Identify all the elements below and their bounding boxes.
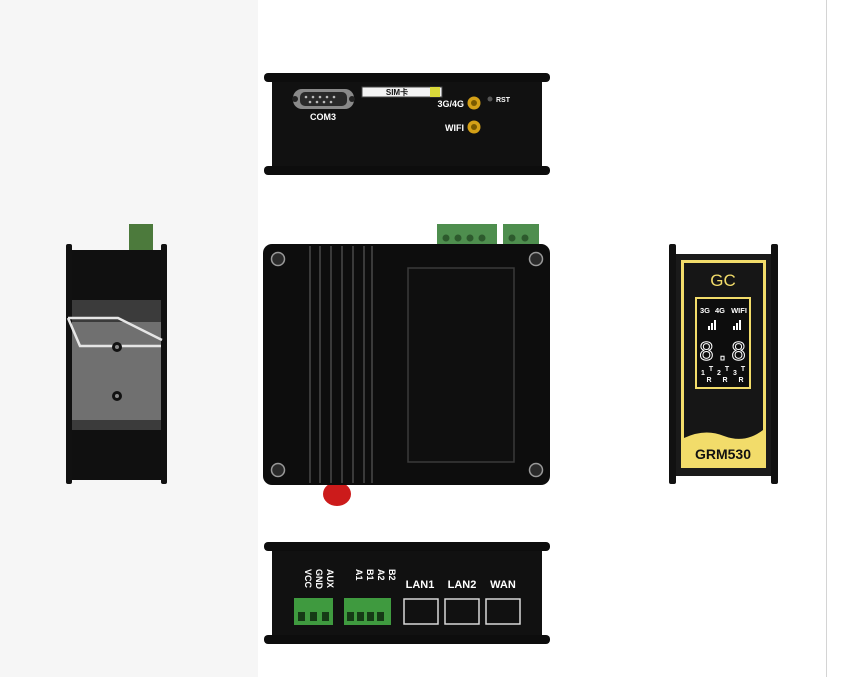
front-panel-wave: [684, 430, 763, 465]
led-label: R: [738, 377, 743, 384]
top-terminal-block-1: [437, 224, 497, 244]
wan-label: WAN: [490, 579, 516, 591]
din-clip-lower: [72, 420, 161, 430]
power-terminal-block[interactable]: [294, 598, 333, 625]
corner-screw-top-right: [528, 251, 544, 267]
reset-label: RST: [496, 97, 511, 104]
led-label: R: [706, 377, 711, 384]
terminal-label-a2: A2: [376, 569, 386, 581]
side-rail-right: [161, 244, 167, 484]
terminal-label-vcc: VCC: [303, 569, 313, 589]
reset-button[interactable]: [487, 96, 493, 102]
network-label-4g: 4G: [715, 306, 725, 315]
led-label: T: [725, 366, 730, 373]
corner-screw-bottom-right: [528, 462, 544, 478]
model-label: GRM530: [695, 446, 751, 462]
lan2-label: LAN2: [448, 579, 477, 591]
signal-bars-left-icon: [708, 320, 716, 330]
corner-screw-top-left: [270, 251, 286, 267]
led-label: T: [741, 366, 746, 373]
mount-screw-lower: [112, 391, 122, 401]
front-rail-right: [771, 244, 778, 484]
terminal-label-gnd: GND: [314, 569, 324, 590]
bottom-view: AUX GND VCC B2 A2 B1 A1 LAN1 LAN2 WAN: [264, 542, 550, 644]
label-window: [407, 267, 515, 463]
top-view-rail-upper: [264, 73, 550, 82]
brand-logo: GC: [710, 271, 736, 290]
left-side-view: [66, 224, 167, 484]
led-label: 3: [733, 370, 737, 377]
sim-label: SIM卡: [386, 87, 408, 97]
lan2-port[interactable]: [444, 598, 480, 625]
network-label-wifi: WIFI: [731, 306, 747, 315]
status-display: [695, 297, 751, 389]
din-spring-clip: [66, 316, 163, 348]
led-label: 2: [717, 370, 721, 377]
terminal-label-b1: B1: [365, 569, 375, 581]
top-view: COM3 SIM卡 3G/4G RST WIFI: [264, 73, 550, 175]
top-terminal-block-2: [503, 224, 539, 244]
antenna-4g-connector[interactable]: [467, 96, 481, 110]
side-terminal-block: [129, 224, 153, 250]
terminal-label-b2: B2: [387, 569, 397, 581]
front-rail-left: [669, 244, 676, 484]
seven-segment-display: 8.8: [699, 337, 747, 366]
wan-port[interactable]: [485, 598, 521, 625]
mount-screw-upper: [112, 342, 122, 352]
din-rail-mount: [72, 322, 161, 420]
page-divider: [826, 0, 827, 677]
bottom-view-rail-lower: [264, 635, 550, 644]
top-view-rail-lower: [264, 166, 550, 175]
antenna-wifi-label: WIFI: [445, 123, 464, 133]
din-clip-upper: [72, 300, 161, 322]
corner-screw-bottom-left: [270, 462, 286, 478]
antenna-4g-label: 3G/4G: [437, 99, 464, 109]
bottom-view-rail-upper: [264, 542, 550, 551]
led-indicator-labels: 1 T R 2 T R 3 T R: [701, 366, 746, 384]
lan1-port[interactable]: [403, 598, 439, 625]
lan1-label: LAN1: [406, 579, 435, 591]
front-panel-view: GC 3G 4G WIFI 8.8 1 T R 2 T R 3 T R GRM5…: [669, 244, 778, 484]
main-body-view: [263, 224, 550, 506]
led-label: 1: [701, 370, 705, 377]
sim-slot[interactable]: [361, 86, 443, 98]
signal-bars-right-icon: [733, 320, 741, 330]
com-port-label: COM3: [310, 112, 336, 122]
heat-sink-fins: [309, 246, 373, 483]
side-rail-left: [66, 244, 72, 484]
com-port-connector[interactable]: [292, 89, 355, 109]
antenna-wifi-connector[interactable]: [467, 120, 481, 134]
serial-terminal-block[interactable]: [344, 598, 391, 625]
network-label-3g: 3G: [700, 306, 710, 315]
antenna-red-cap: [323, 482, 351, 506]
terminal-label-a1: A1: [354, 569, 364, 581]
terminal-label-aux: AUX: [325, 569, 335, 588]
led-label: T: [709, 366, 714, 373]
led-label: R: [722, 377, 727, 384]
